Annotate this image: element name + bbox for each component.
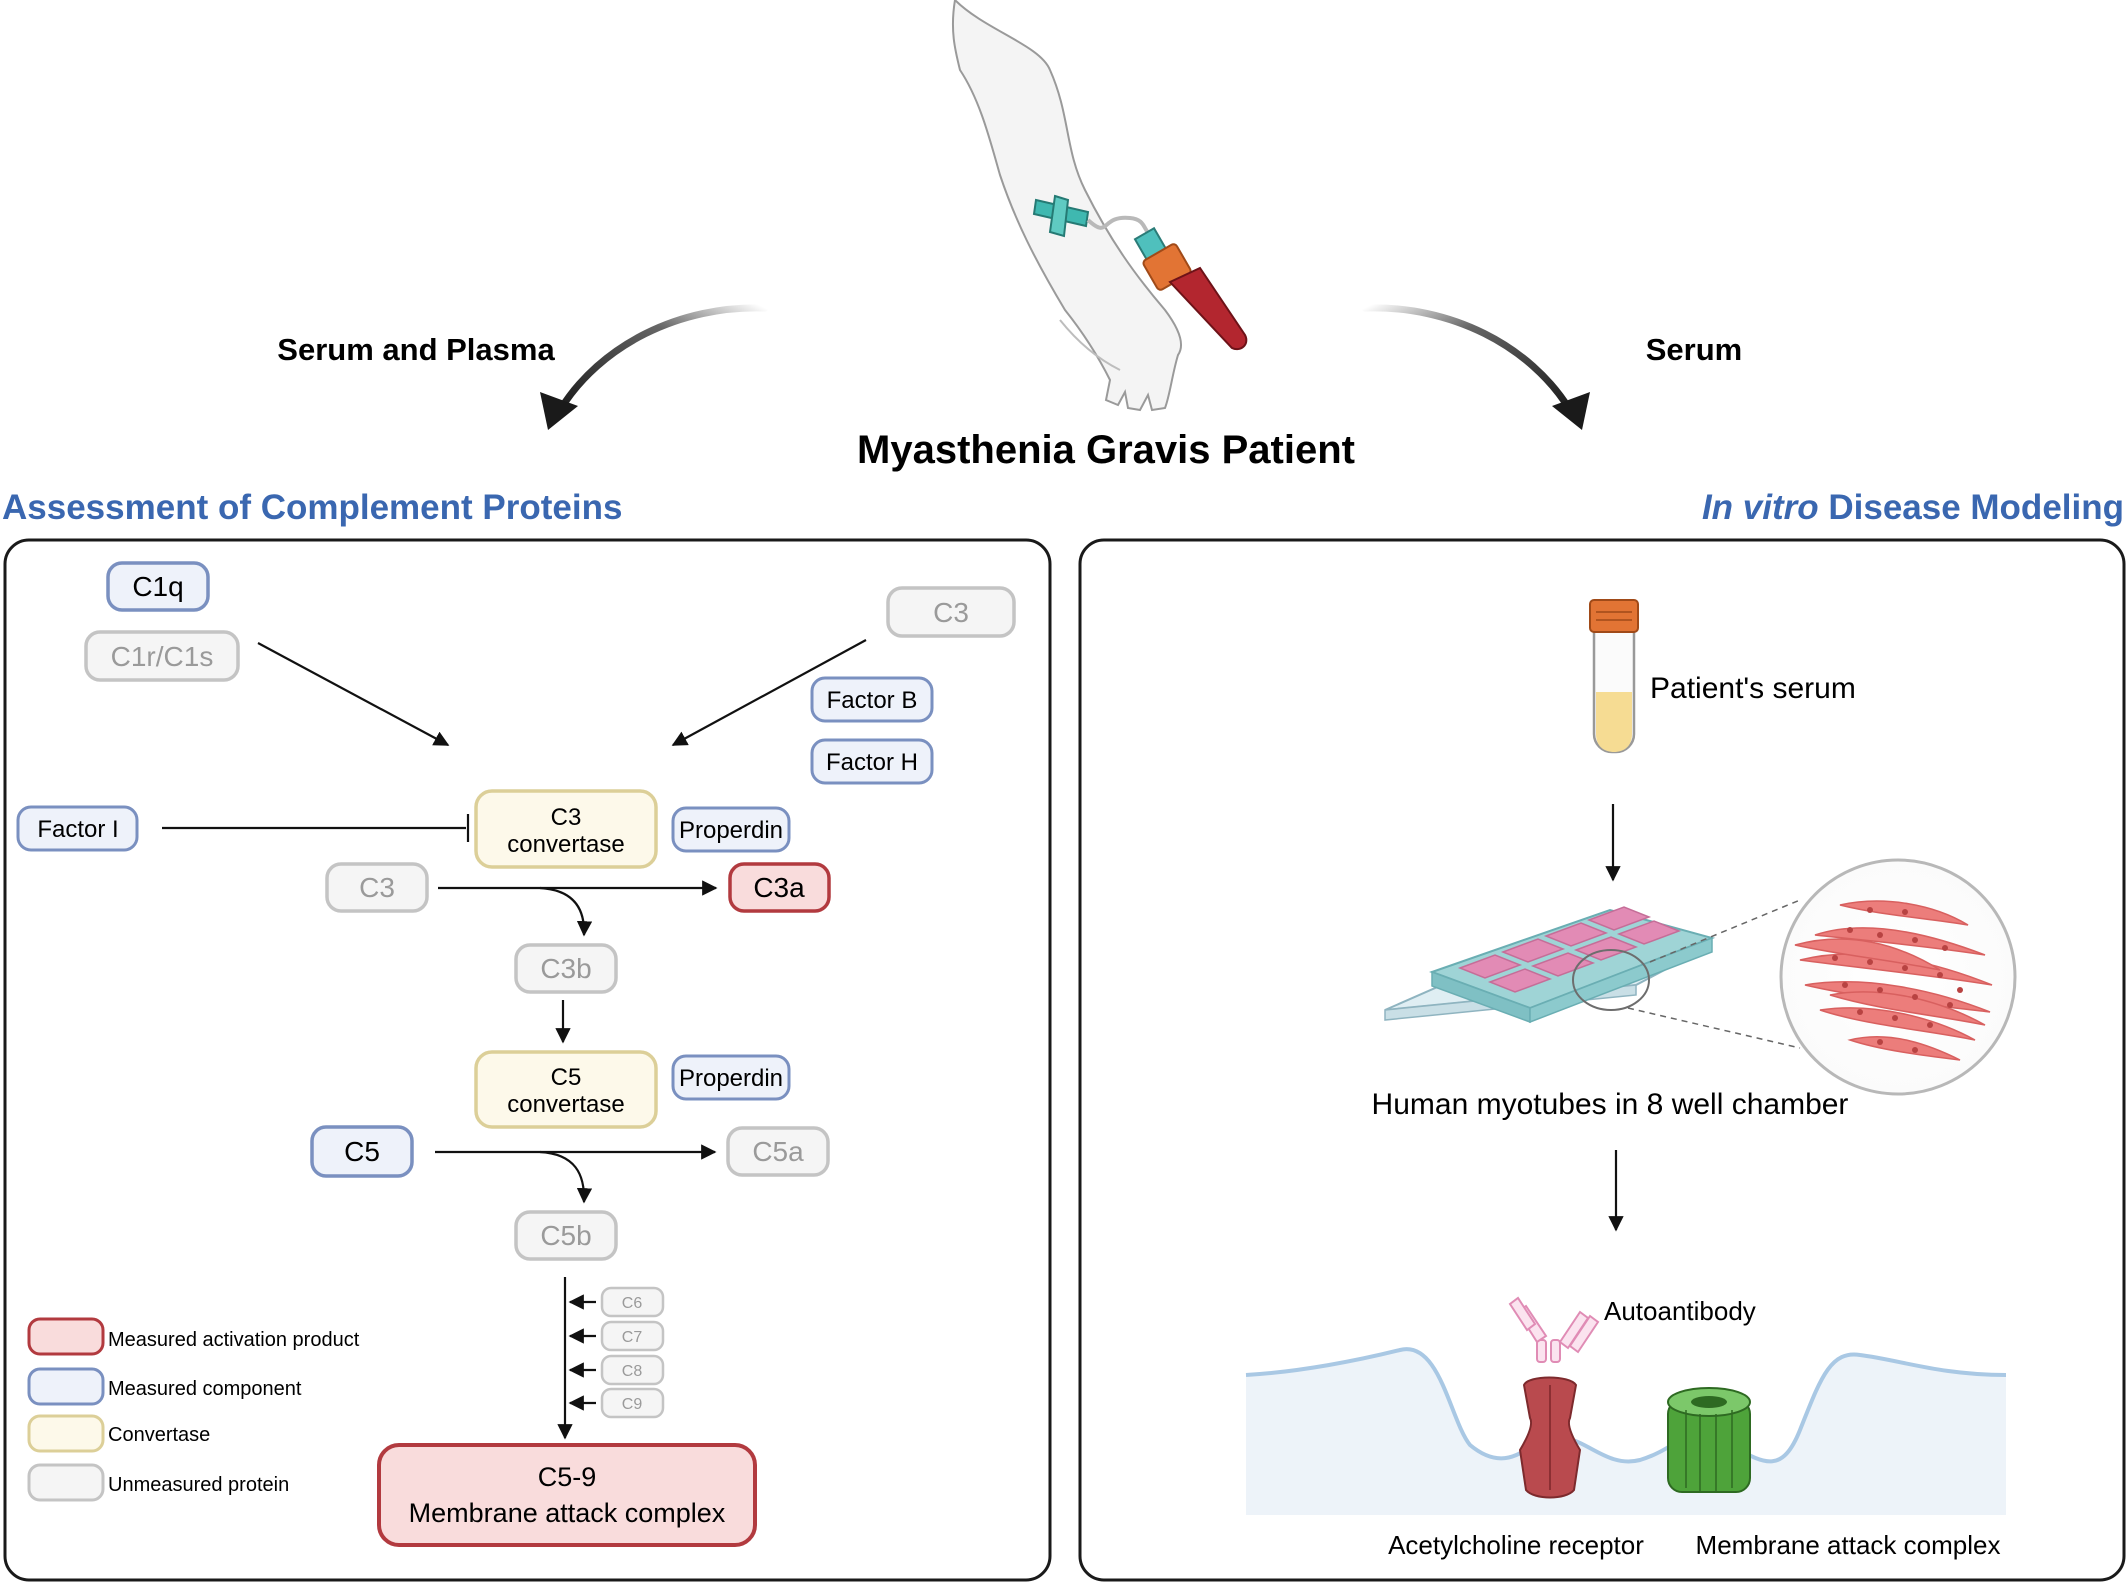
serum-label: Patient's serum [1650, 672, 1856, 705]
right-panel-title: In vitro Disease Modeling [1702, 488, 2124, 527]
node-c1q: C1q [106, 561, 210, 612]
pathway-arrows [162, 639, 867, 1440]
eight-well-chamber-icon [1384, 906, 1716, 1024]
node-factor-b-label: Factor B [827, 687, 918, 714]
arrow-to-disease-modeling-head [1552, 392, 1590, 430]
node-c3-mid: C3 [325, 862, 429, 913]
node-c5b-label: C5b [540, 1220, 591, 1251]
left-panel [3, 538, 1052, 1582]
legend-label-unmeasured: Unmeasured protein [108, 1474, 289, 1496]
node-properdin-1: Properdin [671, 806, 791, 853]
arrow-to-disease-modeling [1361, 304, 1574, 414]
legend-label-activation: Measured activation product [108, 1329, 360, 1351]
node-c5: C5 [310, 1125, 414, 1178]
node-c6-label: C6 [622, 1295, 643, 1312]
autoantibody-label: Autoantibody [1604, 1296, 1756, 1326]
achr-label: Acetylcholine receptor [1388, 1530, 1644, 1560]
node-c1r-c1s-label: C1r/C1s [111, 641, 214, 672]
node-c3-convertase-line1: C3 [551, 804, 582, 831]
node-factor-h: Factor H [810, 738, 934, 785]
node-c3a: C3a [728, 862, 831, 913]
arrow-to-complement-assessment [556, 304, 769, 414]
node-c3-top: C3 [886, 586, 1016, 638]
node-c9: C9 [600, 1387, 665, 1419]
node-c9-label: C9 [622, 1396, 643, 1413]
node-c8: C8 [600, 1354, 665, 1386]
node-factor-b: Factor B [810, 676, 934, 723]
legend-item-component: Measured component [27, 1367, 302, 1406]
right-panel-title-rest: Disease Modeling [1819, 488, 2124, 527]
patient-label: Myasthenia Gravis Patient [857, 428, 1355, 472]
node-c1q-label: C1q [132, 571, 183, 602]
node-factor-i-label: Factor I [37, 816, 118, 843]
right-panel-title-italic: In vitro [1702, 488, 1819, 527]
node-c5-convertase-line2: convertase [507, 1091, 624, 1118]
node-c5a-label: C5a [752, 1136, 804, 1167]
node-c5-label: C5 [344, 1136, 380, 1167]
node-c3b: C3b [514, 943, 618, 994]
node-c3-mid-label: C3 [359, 872, 395, 903]
autoantibody-icon [1508, 1296, 1600, 1363]
node-factor-i: Factor I [16, 805, 139, 852]
legend-label-convertase: Convertase [108, 1424, 210, 1446]
node-properdin-1-label: Properdin [679, 817, 783, 844]
arrow-to-complement-assessment-head [540, 392, 578, 430]
node-c5-convertase: C5 convertase [474, 1050, 658, 1129]
right-panel [1078, 538, 2126, 1582]
right-arrow-label: Serum [1646, 332, 1742, 367]
myotube-magnified-icon [1779, 858, 2017, 1096]
legend: Measured activation product Measured com… [27, 1317, 360, 1502]
legend-label-component: Measured component [108, 1378, 302, 1400]
legend-item-activation: Measured activation product [27, 1317, 360, 1356]
node-c7-label: C7 [622, 1329, 643, 1346]
node-properdin-2-label: Properdin [679, 1065, 783, 1092]
zoom-line-top [1649, 899, 1801, 963]
node-c1r-c1s: C1r/C1s [84, 630, 240, 682]
node-membrane-attack-complex: C5-9 Membrane attack complex [377, 1443, 757, 1547]
node-mac-line2: Membrane attack complex [409, 1498, 726, 1528]
membrane-attack-complex-icon [1667, 1387, 1751, 1493]
node-c5b: C5b [514, 1210, 618, 1261]
node-c3-convertase-line2: convertase [507, 831, 624, 858]
acetylcholine-receptor-icon [1518, 1376, 1582, 1499]
node-c7: C7 [600, 1320, 665, 1352]
node-factor-h-label: Factor H [826, 749, 918, 776]
patient-arm-illustration [951, 0, 1248, 412]
blood-collection-tube-icon [1133, 226, 1248, 351]
node-mac-line1: C5-9 [538, 1462, 597, 1492]
node-c3a-label: C3a [753, 872, 805, 903]
chamber-label: Human myotubes in 8 well chamber [1372, 1088, 1849, 1121]
node-c8-label: C8 [622, 1363, 643, 1380]
serum-tube-icon [1589, 599, 1639, 754]
node-c3-top-label: C3 [933, 597, 969, 628]
left-panel-title: Assessment of Complement Proteins [2, 488, 622, 527]
node-c6: C6 [600, 1286, 665, 1318]
mac-label: Membrane attack complex [1696, 1530, 2001, 1560]
legend-item-unmeasured: Unmeasured protein [27, 1463, 289, 1502]
node-c5-convertase-line1: C5 [551, 1064, 582, 1091]
node-c3-convertase: C3 convertase [474, 789, 658, 869]
node-c5a: C5a [726, 1126, 830, 1177]
node-properdin-2: Properdin [671, 1054, 791, 1101]
node-c3b-label: C3b [540, 953, 591, 984]
legend-item-convertase: Convertase [27, 1414, 210, 1453]
zoom-line-bottom [1627, 1007, 1801, 1049]
cell-membrane-illustration [1245, 1347, 2007, 1515]
left-arrow-label: Serum and Plasma [277, 332, 555, 367]
